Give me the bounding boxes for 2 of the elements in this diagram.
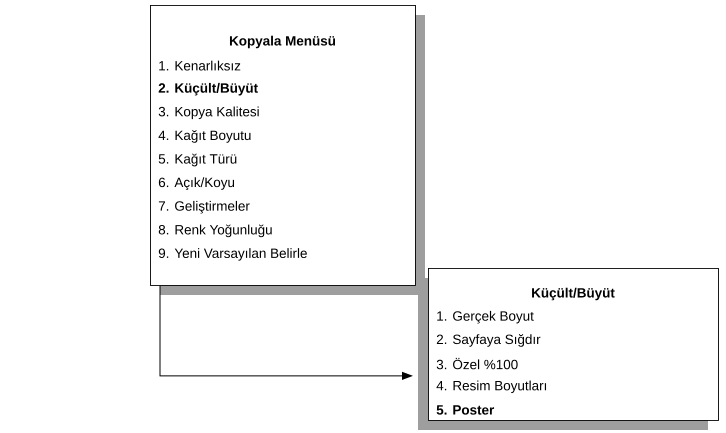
- menu-box: Küçült/Büyüt 1. Gerçek Boyut 2. Sayfaya Sığdır 3. Özel %100 4. Resim Boyutları 5. Poster: [418, 268, 719, 430]
- menu-box: Kopyala Menüsü 1. Kenarlıksız 2. Küçült/Büyüt 3. Kopya Kalitesi 4. Kağıt Boyutu 5. Kağıt Türü 6. Açık/Koyu 7. Geliştirmeler 8. Renk Yoğunluğu 9. Yeni Varsayılan Belirle: [150, 5, 425, 295]
